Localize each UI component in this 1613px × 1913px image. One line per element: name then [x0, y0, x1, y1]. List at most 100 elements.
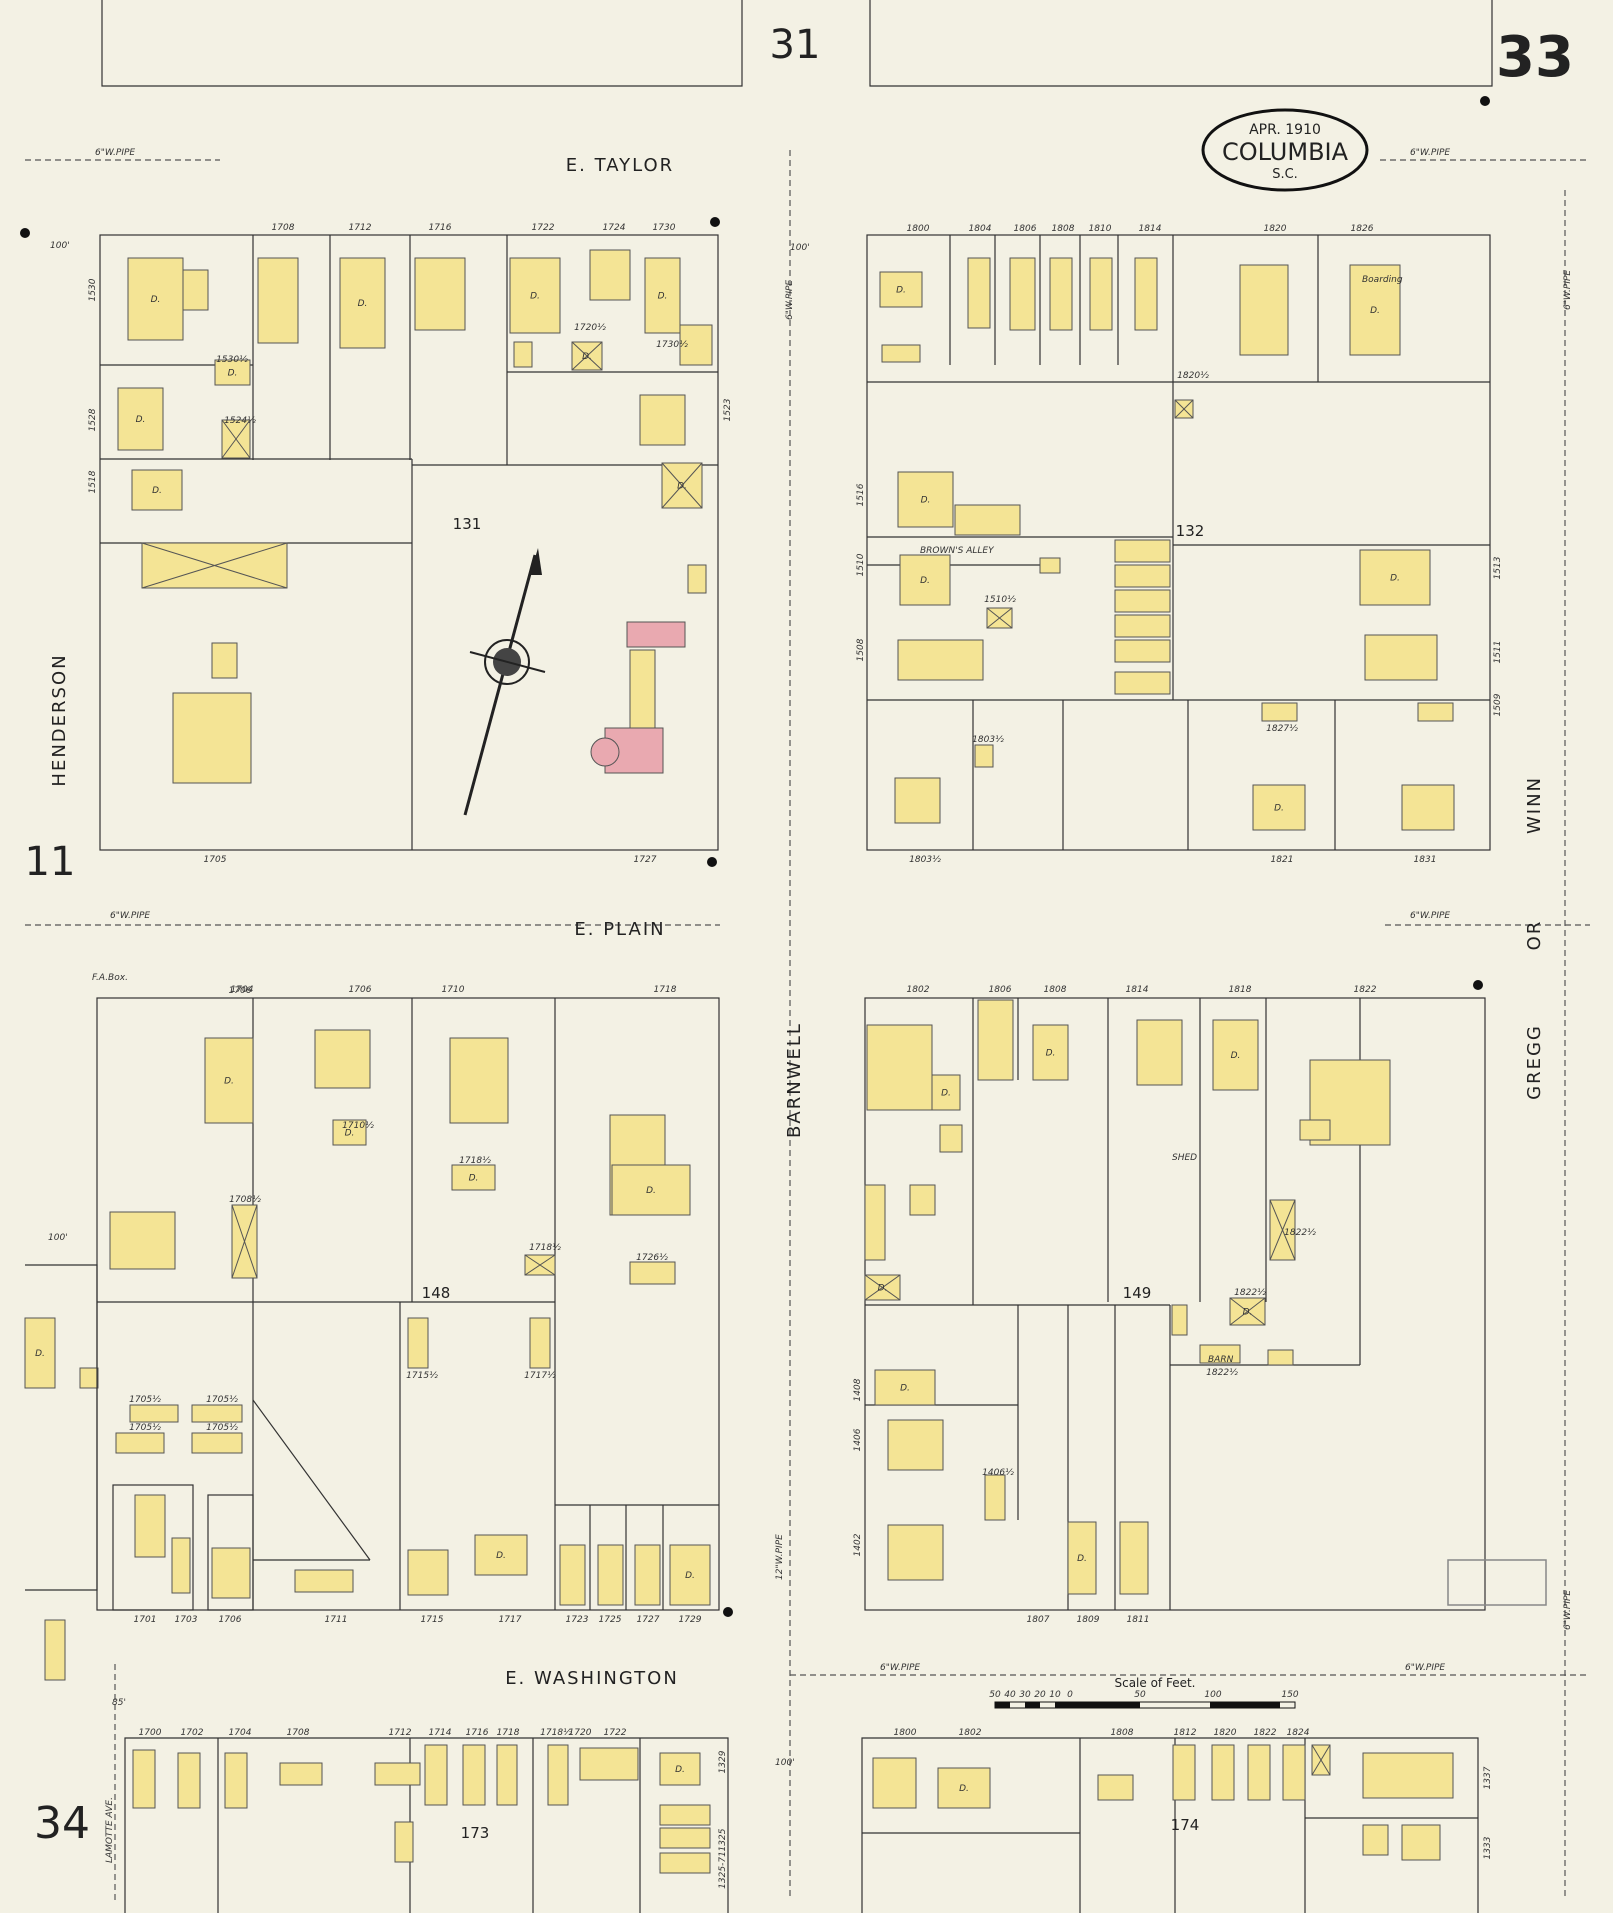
address-number: 1708½	[229, 1195, 261, 1205]
address-number: 1803½	[909, 855, 941, 865]
address-number: 1718	[497, 1728, 520, 1738]
dwelling-marker: D.	[878, 1284, 888, 1294]
address-number: 1704	[229, 1728, 252, 1738]
dwelling-marker: D.	[1370, 306, 1380, 316]
address-number: 1329	[718, 1750, 728, 1773]
dwelling-marker: D.	[675, 1765, 685, 1775]
address-number: 1827½	[1266, 724, 1298, 734]
adjoining-sheet-frame-right	[869, 0, 1493, 87]
label-browns-alley: BROWN'S ALLEY	[920, 546, 995, 556]
pipe-label-plain-west: 6"W.PIPE	[110, 911, 150, 921]
building-off-sheet	[79, 1367, 99, 1389]
street-e-plain: E. PLAIN	[574, 919, 665, 940]
address-number: 1408	[853, 1378, 863, 1401]
title-date: APR. 1910	[1249, 122, 1321, 138]
address-number: 1822½	[1206, 1368, 1238, 1378]
address-number: 1710½	[342, 1121, 374, 1131]
scale-tick: 30	[1019, 1690, 1031, 1700]
address-number: 1718	[654, 985, 677, 995]
hydrant-dot	[20, 228, 30, 238]
address-number: 1705½	[129, 1423, 161, 1433]
address-number: 1820	[1214, 1728, 1237, 1738]
compass-rose	[463, 548, 546, 816]
adjoining-lot-edge	[25, 1264, 98, 1591]
address-number: 1821	[1271, 855, 1294, 865]
address-number: 1808	[1052, 224, 1075, 234]
address-number: 1714	[429, 1728, 452, 1738]
dwelling-marker: D.	[151, 295, 161, 305]
address-number: 1510	[856, 553, 866, 576]
address-number: 1716	[429, 223, 452, 233]
block-number-174: 174	[1171, 1816, 1200, 1834]
street-henderson: HENDERSON	[49, 653, 70, 786]
dwelling-marker: D.	[900, 1384, 910, 1394]
address-number: 1406	[853, 1428, 863, 1451]
address-number: 1726½	[636, 1253, 668, 1263]
address-number: 1812	[1174, 1728, 1197, 1738]
address-number: 1717	[499, 1615, 522, 1625]
address-number: 1706	[219, 1615, 242, 1625]
address-number: 1700	[139, 1728, 162, 1738]
block-173: 173	[124, 1737, 729, 1913]
dwelling-marker: D.	[646, 1186, 656, 1196]
dwelling-marker: D.	[1231, 1051, 1241, 1061]
address-number: 1808	[1111, 1728, 1134, 1738]
dwelling-marker: D.	[1390, 574, 1400, 584]
address-number: 1705½	[129, 1395, 161, 1405]
address-number: 1718½	[540, 1728, 572, 1738]
dwelling-marker: D.	[920, 576, 930, 586]
dwelling-marker: D.	[685, 1571, 695, 1581]
dwelling-marker: D.	[1243, 1308, 1253, 1318]
address-number: 1333	[1483, 1836, 1493, 1859]
width-label-100-c: 100'	[48, 1233, 68, 1243]
address-number: 1822½	[1234, 1288, 1266, 1298]
address-number: 1702	[181, 1728, 204, 1738]
street-winn: WINN	[1524, 776, 1545, 834]
scale-tick: 10	[1049, 1690, 1061, 1700]
address-number: 1800	[907, 224, 930, 234]
address-number: 1406½	[982, 1468, 1014, 1478]
address-number: 1701	[134, 1615, 157, 1625]
width-label-100-b: 100'	[790, 243, 810, 253]
address-number: 1806	[989, 985, 1012, 995]
pipe-label-barnwell-12in: 12"W.PIPE	[775, 1534, 785, 1580]
block-number-149: 149	[1123, 1284, 1152, 1302]
scale-tick: 50	[1134, 1690, 1146, 1700]
address-number: 1710	[442, 985, 465, 995]
address-number: 1715	[421, 1615, 444, 1625]
address-number: 1704	[231, 985, 254, 995]
pipe-label-winn-top: 6"W.PIPE	[1563, 270, 1573, 310]
dwelling-marker: D.	[941, 1089, 951, 1099]
dwelling-marker: D.	[1046, 1049, 1056, 1059]
address-number: 1720	[569, 1728, 592, 1738]
address-number: 1703	[175, 1615, 198, 1625]
address-number: 1511	[1493, 641, 1503, 664]
scale-tick: 100	[1204, 1690, 1221, 1700]
width-label-100-d: 100'	[775, 1758, 795, 1768]
title-cartouche: APR. 1910 COLUMBIA S.C.	[1201, 108, 1369, 192]
address-number: 1811	[1127, 1615, 1150, 1625]
address-number: 1528	[88, 408, 98, 431]
address-number: 1705	[204, 855, 227, 865]
adjoining-sheet-number-left: 11	[25, 839, 76, 885]
address-number: 1831	[1414, 855, 1437, 865]
block-number-131: 131	[453, 515, 482, 533]
corner-dot	[1480, 96, 1490, 106]
title-state: S.C.	[1272, 167, 1298, 182]
address-number: 1508	[856, 638, 866, 661]
dwelling-marker: D.	[1077, 1554, 1087, 1564]
address-number: 1723	[566, 1615, 589, 1625]
dwelling-marker: D.	[496, 1551, 506, 1561]
address-number: 1337	[1483, 1766, 1493, 1789]
scale-title: Scale of Feet.	[1114, 1676, 1195, 1690]
title-city: COLUMBIA	[1222, 138, 1349, 166]
brick-building	[626, 621, 686, 648]
address-number: 1717½	[524, 1371, 556, 1381]
dwelling-marker: D.	[35, 1349, 45, 1359]
address-number: 1820½	[1177, 371, 1209, 381]
dwelling-marker: D.	[224, 1077, 234, 1087]
block-149: 149 Boarding BARN SHED	[864, 275, 1486, 1611]
scale-tick: 20	[1034, 1690, 1046, 1700]
map-division-stamp	[1447, 1559, 1547, 1606]
